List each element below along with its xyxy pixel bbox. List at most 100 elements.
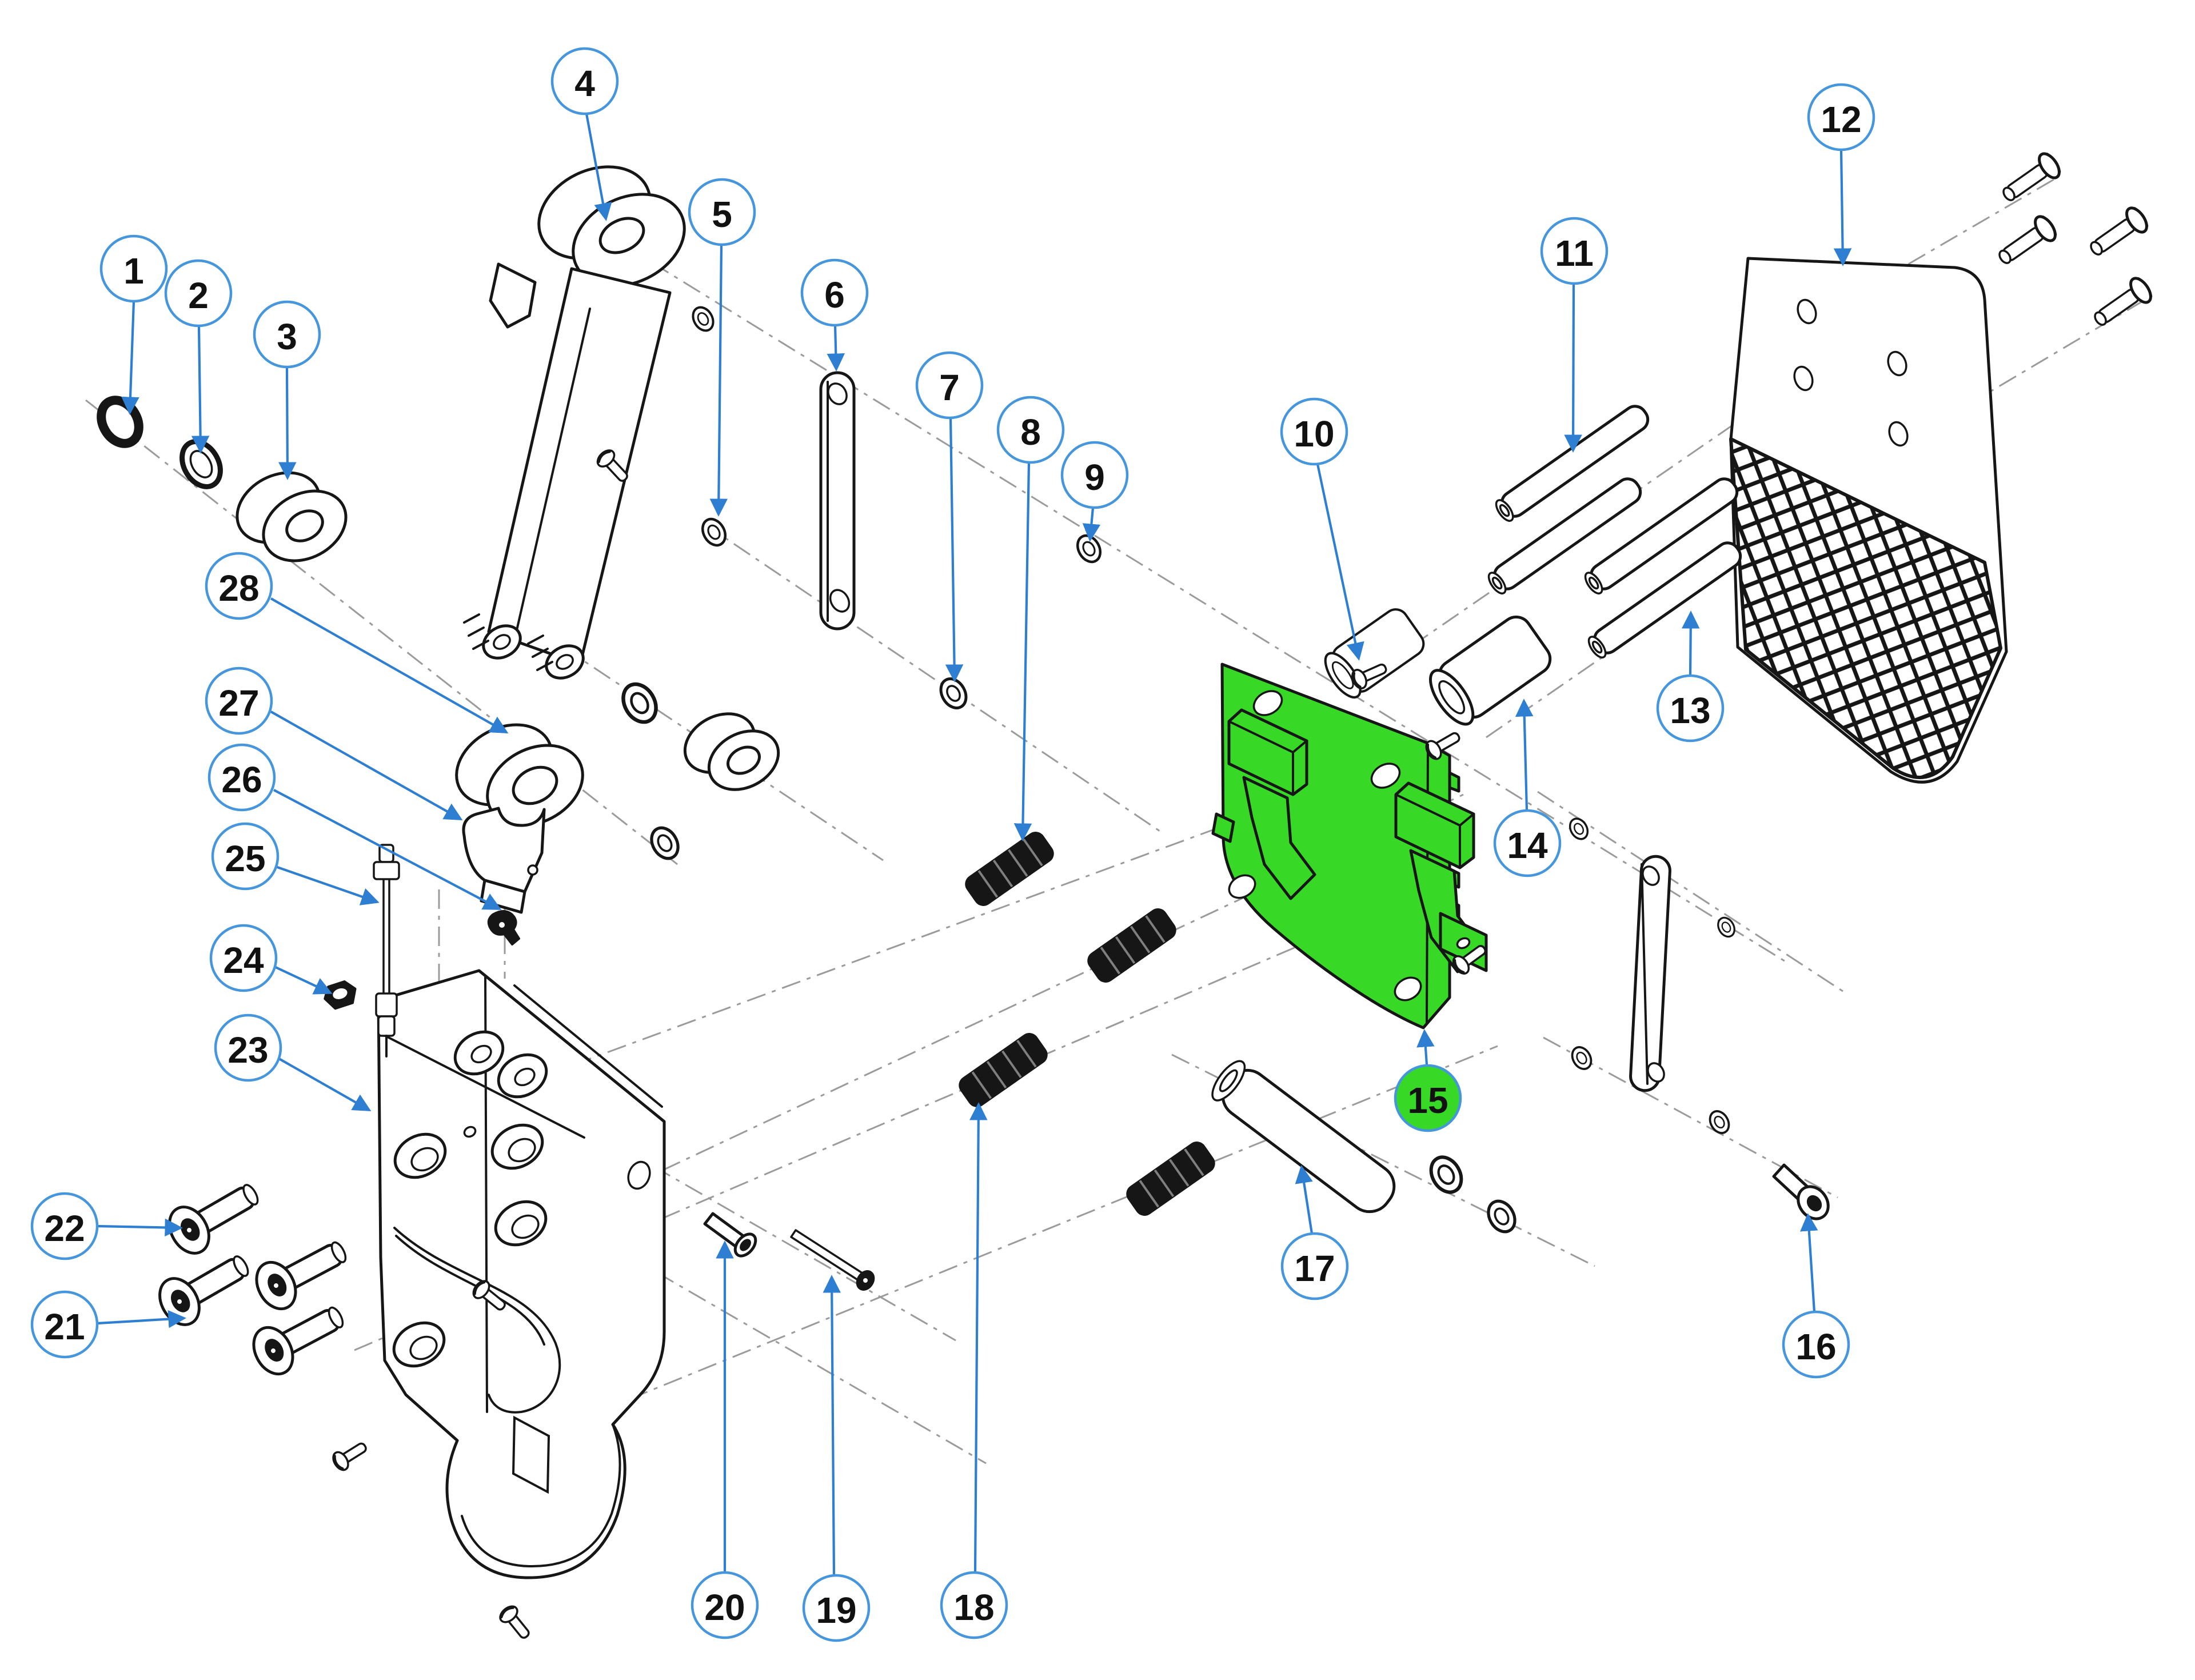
washers-below-plate xyxy=(1425,1152,1520,1236)
knurled-pad xyxy=(1729,437,2002,779)
callout-number-14: 14 xyxy=(1507,825,1548,866)
part-8-set-screw xyxy=(961,828,1180,986)
leader-arrow-11 xyxy=(1564,283,1582,453)
leader-arrow-19 xyxy=(823,1275,841,1576)
part-4-lever-arm xyxy=(463,165,686,680)
leader-arrow-28 xyxy=(270,597,509,733)
leader-arrow-10 xyxy=(1316,464,1364,661)
callout-balloon-19 xyxy=(802,1574,871,1642)
leader-arrow-3 xyxy=(278,366,297,480)
part-24-nut xyxy=(324,980,357,1010)
leader-arrow-25 xyxy=(277,866,380,905)
part-3-bearing xyxy=(236,471,348,562)
part-26-clip xyxy=(487,910,520,945)
part-22-screw xyxy=(162,1171,268,1260)
callout-balloon-18 xyxy=(940,1571,1008,1639)
leader-arrow-16 xyxy=(1800,1213,1818,1312)
leader-arrow-17 xyxy=(1295,1165,1314,1234)
leader-arrow-26 xyxy=(273,789,502,910)
callout-2: 2 xyxy=(164,259,233,454)
callout-1: 1 xyxy=(99,234,168,415)
callout-number-26: 26 xyxy=(221,759,262,800)
washers-left xyxy=(617,304,1105,863)
callout-number-21: 21 xyxy=(44,1306,85,1347)
leader-arrow-9 xyxy=(1082,507,1101,542)
part-25-rod xyxy=(373,844,400,1058)
callout-number-1: 1 xyxy=(123,250,144,292)
part-28-roller xyxy=(455,723,584,827)
bearing-right xyxy=(683,712,780,791)
leader-arrow-4 xyxy=(585,113,612,221)
callout-18: 18 xyxy=(940,1102,1008,1639)
callout-number-11: 11 xyxy=(1555,233,1594,274)
callout-balloon-13 xyxy=(1656,674,1725,743)
callout-15: 15 xyxy=(1394,1029,1462,1132)
part-19-screw xyxy=(790,1229,875,1291)
callout-balloon-28 xyxy=(205,552,273,620)
leader-arrow-24 xyxy=(275,966,333,995)
callout-number-17: 17 xyxy=(1294,1248,1335,1289)
callout-balloon-14 xyxy=(1493,809,1562,877)
callout-3: 3 xyxy=(253,300,321,480)
callout-5: 5 xyxy=(688,178,756,517)
callout-13: 13 xyxy=(1656,610,1725,743)
callout-number-12: 12 xyxy=(1821,99,1861,140)
callout-balloon-1 xyxy=(99,234,168,303)
leader-arrow-18 xyxy=(969,1102,988,1573)
part-17-pin xyxy=(1211,1060,1396,1214)
callout-10: 10 xyxy=(1280,397,1364,661)
leader-arrow-23 xyxy=(278,1058,372,1111)
leader-arrow-6 xyxy=(827,325,845,372)
callout-balloon-15 xyxy=(1394,1064,1462,1132)
callout-number-28: 28 xyxy=(218,568,259,609)
centerline xyxy=(628,793,1464,1187)
callout-14: 14 xyxy=(1493,699,1562,877)
callout-number-19: 19 xyxy=(816,1590,856,1631)
callout-balloon-27 xyxy=(205,667,273,735)
rivet-pins xyxy=(1993,150,2155,333)
callout-number-24: 24 xyxy=(223,940,264,981)
callout-9: 9 xyxy=(1060,441,1129,542)
centerline xyxy=(588,1128,956,1342)
callout-25: 25 xyxy=(211,822,380,905)
callout-balloon-9 xyxy=(1060,441,1129,509)
leader-arrow-15 xyxy=(1416,1029,1435,1066)
callout-number-3: 3 xyxy=(277,316,297,357)
callout-number-9: 9 xyxy=(1084,457,1105,498)
callout-number-6: 6 xyxy=(824,274,845,316)
centerline xyxy=(85,399,678,865)
part-1-o-ring xyxy=(97,396,143,448)
callout-number-8: 8 xyxy=(1020,412,1041,453)
callout-balloon-11 xyxy=(1540,217,1609,285)
callout-6: 6 xyxy=(800,258,869,372)
callout-balloon-6 xyxy=(800,258,869,327)
leader-arrow-2 xyxy=(191,325,210,454)
callout-number-13: 13 xyxy=(1670,690,1710,731)
callout-11: 11 xyxy=(1540,217,1609,453)
callout-12: 12 xyxy=(1807,83,1875,266)
callout-4: 4 xyxy=(550,47,619,221)
callout-number-7: 7 xyxy=(939,367,960,408)
callouts: 1234567891011121314151617181920212223242… xyxy=(30,47,1875,1642)
callout-balloon-22 xyxy=(30,1192,99,1260)
callout-20: 20 xyxy=(691,1240,759,1639)
callout-number-5: 5 xyxy=(712,194,732,235)
callout-24: 24 xyxy=(209,924,333,995)
callout-number-16: 16 xyxy=(1795,1326,1836,1367)
callout-number-2: 2 xyxy=(188,275,209,316)
leader-arrow-22 xyxy=(97,1218,183,1237)
callout-23: 23 xyxy=(214,1013,372,1111)
callout-21: 21 xyxy=(30,1290,186,1359)
centerline xyxy=(620,242,1787,963)
right-link-plate xyxy=(1629,855,1671,1092)
callout-balloon-25 xyxy=(211,822,280,891)
callout-number-15: 15 xyxy=(1407,1080,1448,1121)
callout-number-4: 4 xyxy=(574,63,595,104)
callout-balloon-8 xyxy=(996,396,1065,464)
callout-balloon-17 xyxy=(1280,1232,1349,1300)
part-6-link-plate xyxy=(819,371,856,631)
callout-7: 7 xyxy=(915,351,984,683)
callout-19: 19 xyxy=(802,1275,871,1642)
centerline xyxy=(1537,791,1847,995)
